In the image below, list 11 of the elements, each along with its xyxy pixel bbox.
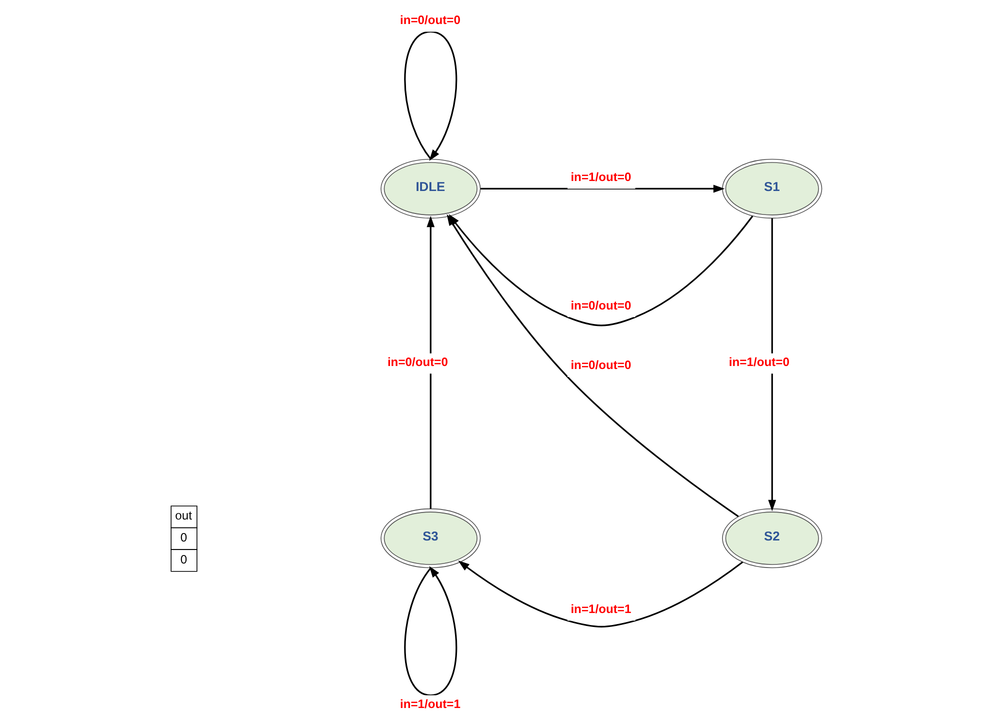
edge-label: in=0/out=0 <box>386 354 448 369</box>
label: 0 <box>180 530 187 545</box>
edge-label: in=0/out=0 <box>570 358 631 372</box>
edge-label: in=1/out=1 <box>399 696 460 711</box>
label: out <box>174 508 192 523</box>
edge-label: in=1/out=1 <box>570 602 631 616</box>
edge-label: in=0/out=0 <box>570 298 631 312</box>
edge-label: in=1/out=0 <box>570 170 631 184</box>
label: 0 <box>180 552 187 566</box>
edge-label: in=0/out=0 <box>399 13 460 28</box>
edge-label: in=1/out=0 <box>728 354 789 369</box>
